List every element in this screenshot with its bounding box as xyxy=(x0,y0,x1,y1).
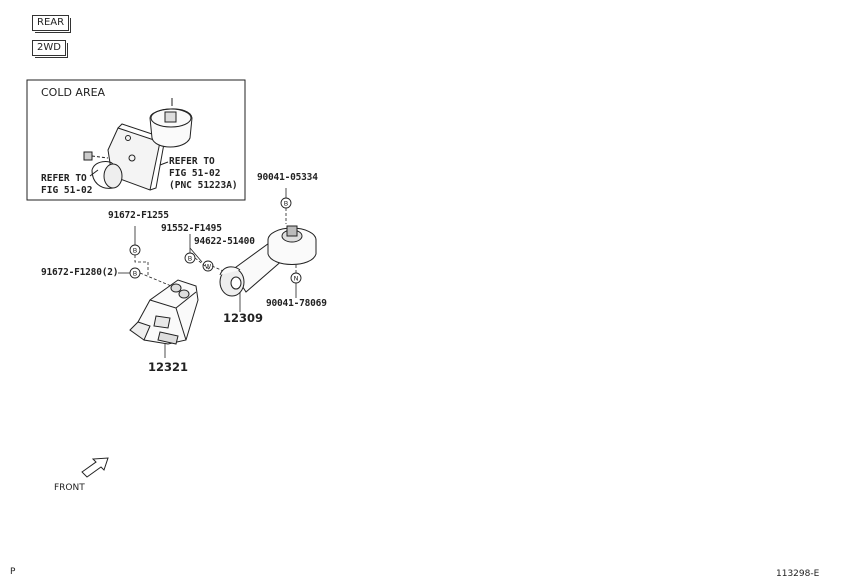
part-label-12309: 12309 xyxy=(223,311,264,325)
washer-symbol-94622-51400 xyxy=(202,260,214,272)
washer-symbol-text: W xyxy=(205,263,212,271)
refer-right-line-3: (PNC 51223A) xyxy=(169,180,238,191)
refer-right-line-2: FIG 51-02 xyxy=(169,168,221,179)
rear-tag: REAR xyxy=(32,15,72,33)
torque-rod-12309-drawing xyxy=(219,225,317,297)
part-label-12321: 12321 xyxy=(148,360,189,374)
part-label-91672-f1255: 91672-F1255 xyxy=(108,210,169,221)
footer-left-text: P xyxy=(10,567,16,577)
part-label-94622-51400: 94622-51400 xyxy=(194,236,255,247)
front-label: FRONT xyxy=(54,483,85,493)
refer-left-line-1: REFER TO xyxy=(41,173,87,184)
part-label-90041-05334: 90041-05334 xyxy=(257,172,318,183)
2wd-tag: 2WD xyxy=(32,40,68,58)
inset-bracket-drawing xyxy=(83,98,193,191)
refer-left-line-2: FIG 51-02 xyxy=(41,185,93,196)
bolt-symbol-text-3: B xyxy=(188,255,192,263)
nut-symbol-text: N xyxy=(294,275,299,283)
part-label-90041-78069: 90041-78069 xyxy=(266,298,327,309)
front-arrow-icon xyxy=(81,457,109,478)
inset-title: COLD AREA xyxy=(41,86,106,99)
part-label-91552-f1495: 91552-F1495 xyxy=(161,223,222,234)
cold-area-inset-frame xyxy=(26,79,246,201)
bolt-symbol-text-4: B xyxy=(133,270,137,278)
part-label-91672-f1280: 91672-F1280(2) xyxy=(41,267,119,278)
refer-right-line-1: REFER TO xyxy=(169,156,215,167)
bolt-symbol-text-1: B xyxy=(284,200,288,208)
bracket-12321-drawing xyxy=(129,279,199,345)
bolt-symbol-text-2: B xyxy=(133,247,137,255)
diagram-id: 113298-E xyxy=(776,569,820,579)
